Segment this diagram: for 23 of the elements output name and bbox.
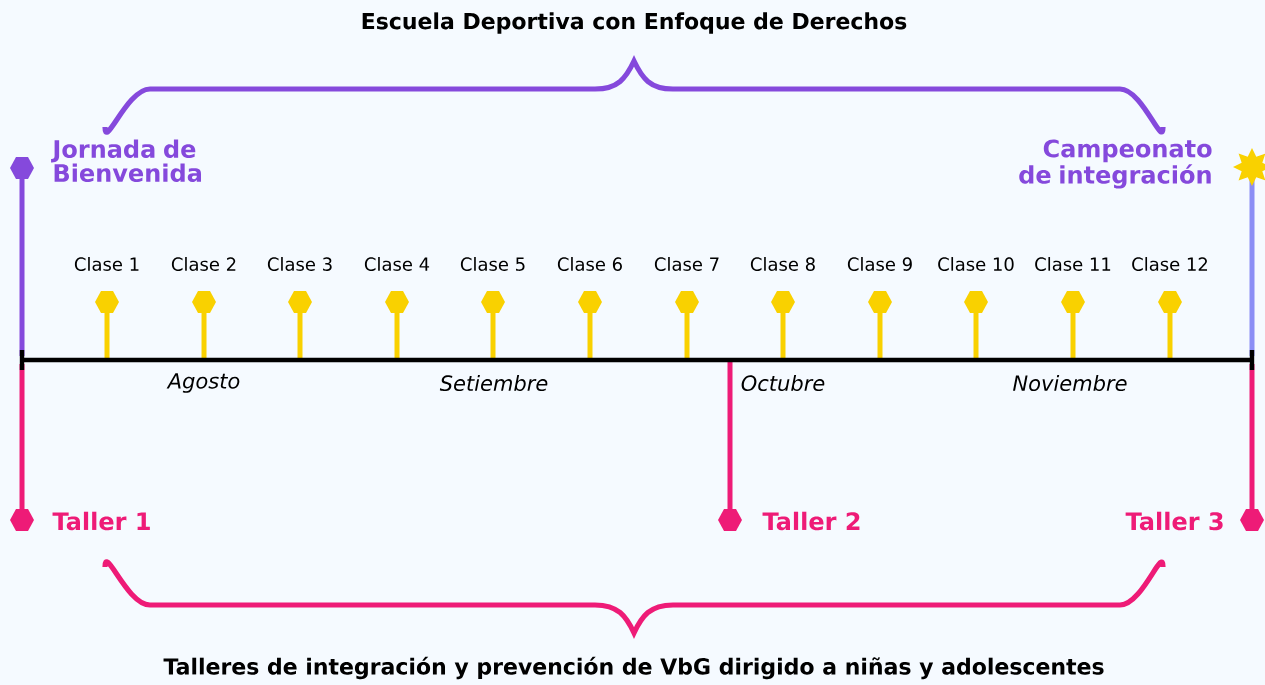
class-label: Clase 10 <box>938 257 1014 271</box>
heading: Escuela Deportiva con Enfoque de Derechos <box>362 12 907 34</box>
class-label: Clase 3 <box>267 257 332 271</box>
month-label: Octubre <box>741 374 825 392</box>
class-label: Clase 7 <box>654 257 719 271</box>
month-label: Setiembre <box>439 374 548 392</box>
month-label: Agosto <box>166 373 240 393</box>
class-label: Clase 6 <box>557 257 622 271</box>
class-label: Clase 5 <box>460 257 525 271</box>
event-label: Taller 2 <box>762 511 860 531</box>
class-label: Clase 8 <box>750 257 815 271</box>
class-label: Clase 9 <box>847 257 912 271</box>
event-label: Taller 3 <box>1125 511 1223 531</box>
event-label: Jornada de Bienvenida <box>51 139 201 182</box>
class-label: Clase 4 <box>364 257 430 271</box>
class-label: Clase 2 <box>171 257 236 271</box>
class-label: Clase 12 <box>1132 257 1208 271</box>
class-label: Clase 11 <box>1035 257 1111 271</box>
event-label: Taller 1 <box>52 511 150 531</box>
month-label: Noviembre <box>1013 374 1127 392</box>
heading: Talleres de integración y prevención de VbG dirigido a niñas y adolescentes <box>163 656 1104 680</box>
class-label: Clase 1 <box>74 257 139 271</box>
event-label: Campeonato de integración <box>1019 139 1212 189</box>
